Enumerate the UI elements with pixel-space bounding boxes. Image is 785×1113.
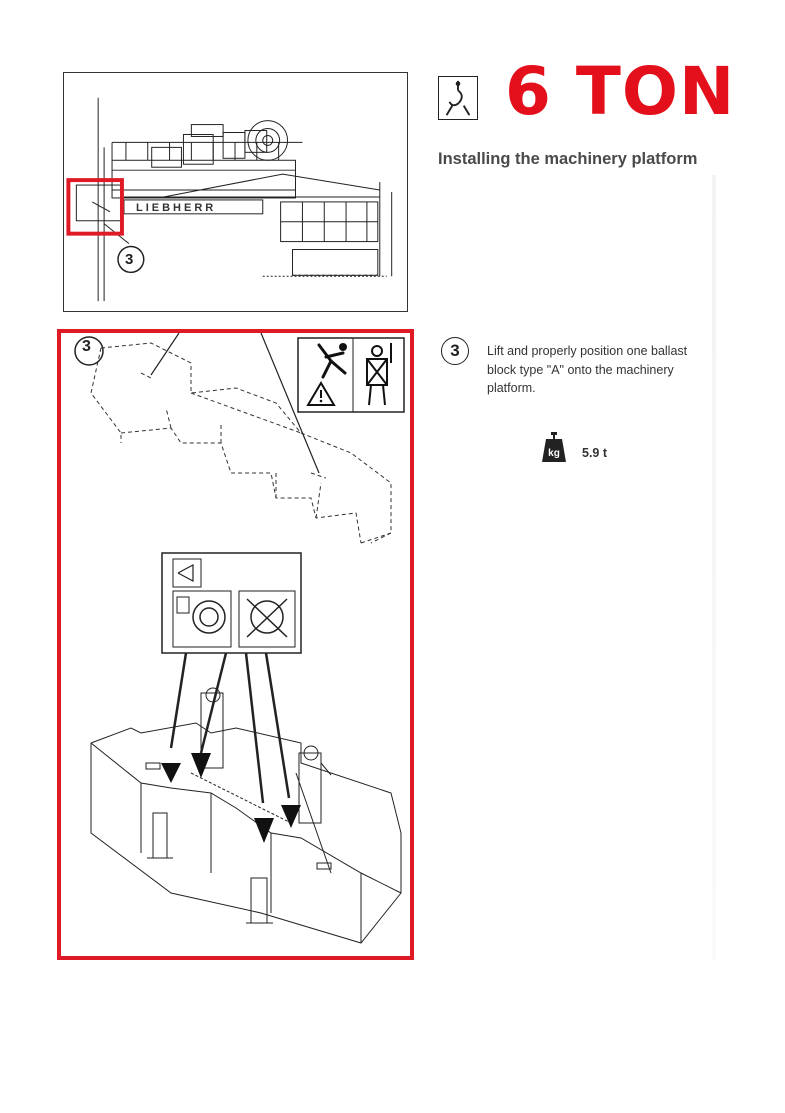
brand-lettering: LIEBHERR	[136, 202, 217, 214]
kg-label: kg	[548, 448, 560, 459]
lifting-point-icon	[161, 552, 302, 654]
kg-weight-icon: kg	[541, 432, 567, 462]
crane-hook-icon	[438, 76, 478, 120]
fall-hazard-warning-icon	[297, 337, 405, 413]
step-number: 3	[450, 341, 460, 360]
detail-callout-number: 3	[82, 338, 91, 355]
step-instruction: Lift and properly position one ballast b…	[487, 344, 688, 395]
overview-callout-number: 3	[125, 251, 134, 268]
weight-heading: 6 TON	[505, 53, 736, 130]
section-title: Installing the machinery platform	[438, 150, 698, 168]
step-number-badge: 3	[441, 337, 469, 365]
scan-edge	[712, 175, 716, 960]
machinery-overview-figure: LIEBHERR 3	[63, 72, 408, 312]
ballast-detail-figure: 3	[57, 329, 414, 960]
weight-value: 5.9 t	[582, 446, 608, 460]
